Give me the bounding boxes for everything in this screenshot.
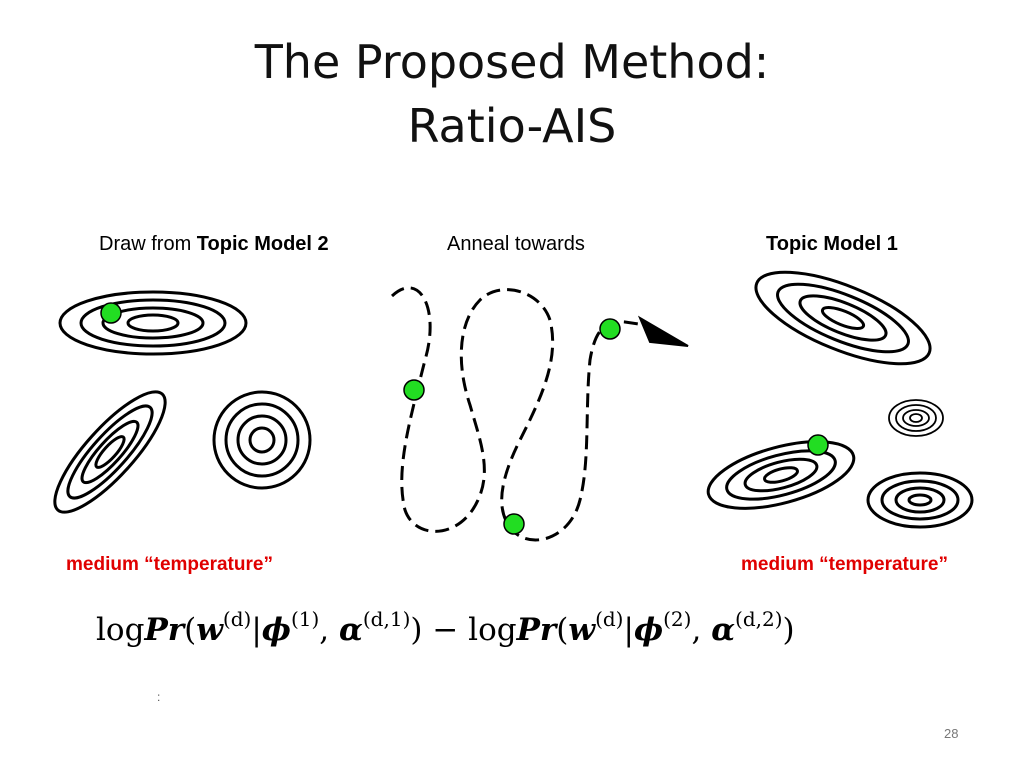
sample-dot-path-2 <box>503 513 525 535</box>
label-draw-from-prefix: Draw from <box>99 233 197 255</box>
formula-log-1: log <box>96 612 145 648</box>
formula-phi-2: ϕ <box>633 612 664 648</box>
annealing-path <box>390 286 646 542</box>
contour-ellipse-bottom-right <box>866 471 974 529</box>
formula-paren-open-2: ( <box>556 612 569 648</box>
slide-title: The Proposed Method: Ratio-AIS <box>0 30 1024 158</box>
label-topic-model-1-text: Topic Model 1 <box>766 233 898 255</box>
formula-bar-2: | <box>623 612 634 648</box>
label-topic-model-2: Topic Model 2 <box>196 233 329 255</box>
formula-alpha-1-sup: (d,1) <box>362 607 411 631</box>
formula-paren-open-1: ( <box>184 612 197 648</box>
formula-paren-close-2: ) <box>782 612 795 648</box>
small-mark: : <box>157 690 161 704</box>
sample-dot-path-1 <box>403 379 425 401</box>
slide-title-line2: Ratio-AIS <box>407 99 617 153</box>
arrow-head-icon <box>637 315 689 347</box>
formula-phi-1: ϕ <box>261 612 291 648</box>
slide-number: 28 <box>944 726 959 741</box>
slide-title-line1: The Proposed Method: <box>254 35 770 89</box>
sample-dot-right <box>807 434 829 456</box>
formula-log-2: log <box>468 612 517 648</box>
sample-dot-path-3 <box>599 318 621 340</box>
formula-bar-1: | <box>251 612 262 648</box>
formula-comma-1: , <box>319 612 340 648</box>
contour-ellipse-top-left <box>58 290 248 356</box>
sample-dot-left <box>100 302 122 324</box>
contours-topic-model-1 <box>706 270 974 529</box>
temperature-label-left: medium “temperature” <box>66 554 273 575</box>
log-ratio-formula: logPr(w(d)|ϕ(1), α(d,1)) − logPr(w(d)|ϕ(… <box>96 594 926 648</box>
label-topic-model-1: Topic Model 1 <box>766 232 898 256</box>
contour-ellipse-top-right <box>754 270 932 366</box>
formula-comma-2: , <box>691 612 712 648</box>
formula-pr-2: Pr <box>516 612 557 648</box>
formula-w-2: w <box>568 612 596 648</box>
formula-paren-close-1: ) <box>410 612 423 648</box>
formula-w-1-sup: (d) <box>222 607 252 631</box>
label-anneal-towards: Anneal towards <box>447 233 585 255</box>
contour-ellipse-bottom-left <box>706 440 856 510</box>
contour-circle-concentric <box>212 390 312 490</box>
contour-ellipse-diagonal <box>53 390 167 514</box>
formula-minus: − <box>422 612 469 648</box>
formula-phi-1-sup: (1) <box>290 607 320 631</box>
formula-phi-2-sup: (2) <box>663 607 692 631</box>
contours-topic-model-2 <box>53 290 312 514</box>
temperature-label-right: medium “temperature” <box>741 554 948 575</box>
formula-alpha-2: α <box>711 612 736 648</box>
label-draw-from: Draw from Topic Model 2 <box>99 232 329 256</box>
contour-small-circles <box>888 399 944 437</box>
formula-pr-1: Pr <box>144 612 185 648</box>
formula-alpha-2-sup: (d,2) <box>735 607 783 631</box>
formula-alpha-1: α <box>339 612 363 648</box>
formula-w-1: w <box>196 612 223 648</box>
formula-w-2-sup: (d) <box>595 607 624 631</box>
